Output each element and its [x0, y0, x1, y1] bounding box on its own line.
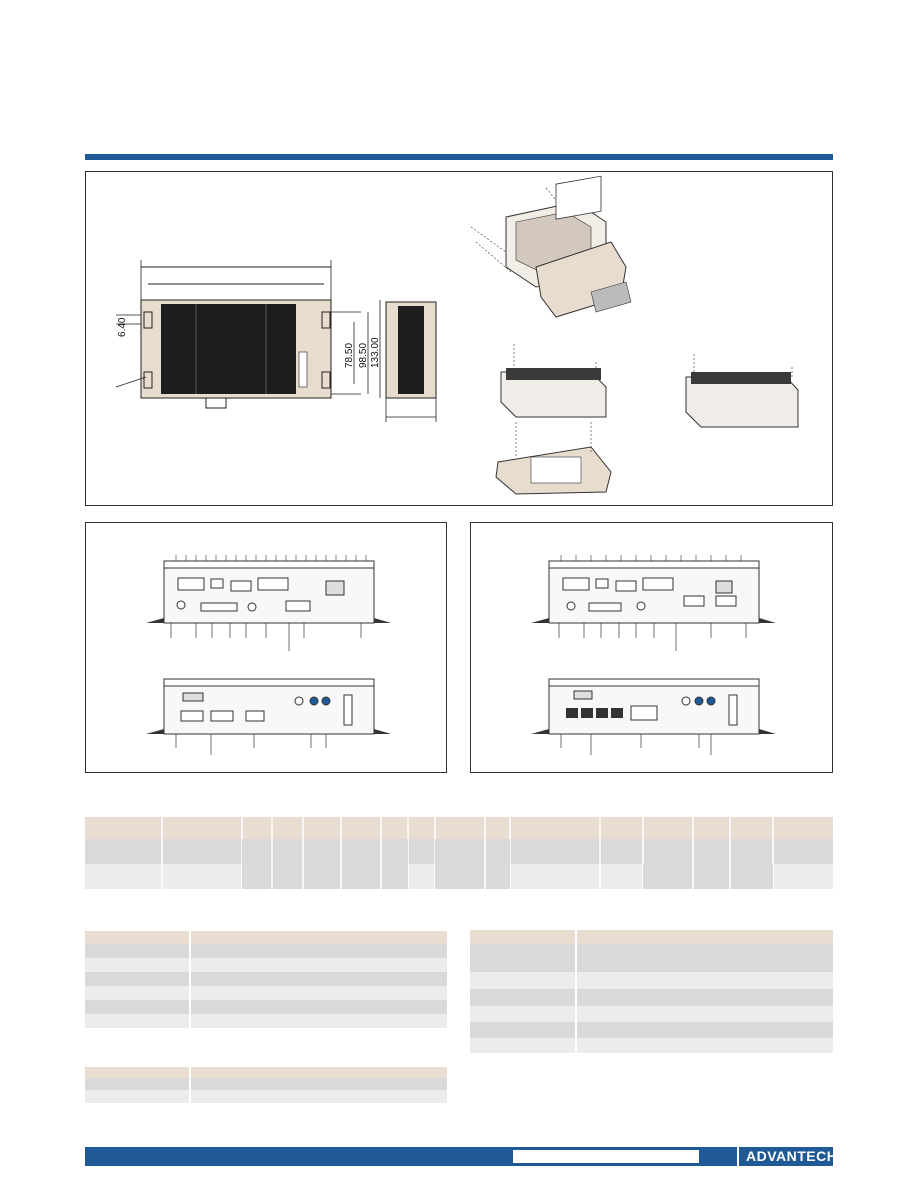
table-row: [470, 944, 833, 972]
table-header-row: [85, 931, 447, 944]
table-row: [85, 1014, 447, 1028]
dim-label-133-00: 133.00: [370, 337, 381, 368]
wall-mount-diagram: [470, 175, 632, 318]
table-header-row: [85, 1067, 447, 1078]
table-row: [85, 958, 447, 972]
table-row: [85, 1000, 447, 1014]
table-grid: [161, 817, 774, 889]
table-row: [85, 944, 447, 958]
dim-label-98-50: 98.50: [358, 342, 369, 368]
table-row: [85, 1090, 447, 1103]
table-row: [85, 972, 447, 986]
table-row: [470, 972, 833, 989]
table-row: [85, 986, 447, 1000]
io-panel-drawing-icon: [531, 555, 776, 755]
table-row: [470, 989, 833, 1006]
dim-label-6-40: 6.40: [117, 317, 128, 337]
ordering-table: [85, 817, 833, 889]
io-panel-left: [85, 522, 447, 773]
header-accent-bar: [85, 154, 833, 160]
advantech-logo: ADVANTECH: [746, 1148, 838, 1164]
table-row: [470, 1022, 833, 1038]
dimensions-panel: 6.40 78.50 98.50 133.00: [85, 171, 833, 506]
table-row: [470, 1038, 833, 1053]
table-row: [85, 1078, 447, 1090]
io-panel-drawing-icon: [146, 555, 391, 755]
io-panel-right: [470, 522, 833, 773]
table-header-row: [470, 930, 833, 944]
footer-bar: [85, 1147, 833, 1166]
table-row: [470, 1006, 833, 1022]
footer-divider: [737, 1145, 739, 1168]
dim-label-78-50: 78.50: [344, 342, 355, 368]
dimension-drawing-icon: [115, 175, 799, 495]
footer-field: [513, 1150, 699, 1163]
vesa-mount-diagram: [685, 354, 799, 428]
desk-mount-diagram: [495, 344, 612, 495]
